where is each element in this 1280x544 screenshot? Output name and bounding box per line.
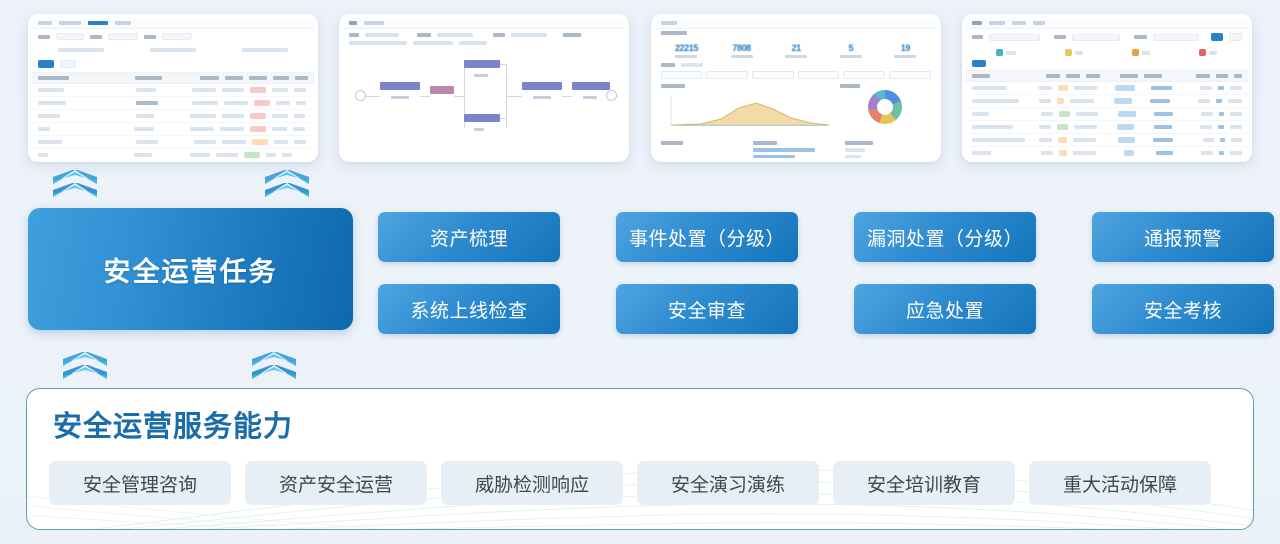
capability-chip-asset-security-operations[interactable]: 资产安全运营 bbox=[245, 461, 427, 505]
area-chart bbox=[670, 95, 829, 126]
task-button-vulnerability-handling[interactable]: 漏洞处置（分级） bbox=[854, 212, 1036, 262]
kpi-value: 5 bbox=[848, 43, 854, 53]
table-row[interactable] bbox=[32, 97, 314, 110]
security-operations-task-block[interactable]: 安全运营任务 bbox=[28, 208, 353, 330]
thumb-subfilters bbox=[32, 44, 314, 56]
arrow-up-left-bottom bbox=[63, 352, 107, 386]
thumb-breadcrumb bbox=[343, 41, 625, 49]
task-button-security-assessment[interactable]: 安全考核 bbox=[1092, 284, 1274, 334]
thumb-titlebar bbox=[343, 18, 626, 29]
arrow-up-right-top bbox=[265, 170, 309, 204]
double-chevron-up-icon bbox=[53, 170, 97, 185]
capability-chip-management-consulting[interactable]: 安全管理咨询 bbox=[49, 461, 231, 505]
kpi-item: 19 bbox=[894, 43, 917, 58]
asset-inventory-table-screenshot[interactable] bbox=[28, 14, 318, 162]
kpi-item: 21 bbox=[785, 43, 808, 58]
task-button-grid: 资产梳理 事件处置（分级） 漏洞处置（分级） 通报预警 系统上线检查 安全审查 … bbox=[378, 212, 1274, 334]
thumb-actionbar bbox=[32, 56, 314, 72]
table-row[interactable] bbox=[965, 134, 1248, 147]
task-button-emergency-response[interactable]: 应急处置 bbox=[854, 284, 1036, 334]
arrow-up-right-bottom bbox=[252, 352, 296, 386]
thumb-titlebar bbox=[654, 18, 937, 29]
table-row[interactable] bbox=[965, 82, 1248, 95]
kpi-item: 5 bbox=[839, 43, 862, 58]
capability-chip-row: 安全管理咨询 资产安全运营 威胁检测响应 安全演习演练 安全培训教育 重大活动保… bbox=[49, 461, 1253, 505]
security-dashboard-screenshot[interactable]: 22215 7808 21 5 19 bbox=[650, 14, 941, 162]
capability-chip-security-drill-exercise[interactable]: 安全演习演练 bbox=[637, 461, 819, 505]
table-row[interactable] bbox=[965, 108, 1248, 121]
thumb-section-label bbox=[655, 29, 937, 35]
double-chevron-up-icon bbox=[63, 365, 107, 380]
arrow-up-left-top bbox=[53, 170, 97, 204]
kpi-value: 19 bbox=[900, 43, 911, 53]
task-button-incident-handling[interactable]: 事件处置（分级） bbox=[616, 212, 798, 262]
thumb-tabbar bbox=[32, 18, 314, 29]
double-chevron-up-icon bbox=[63, 352, 107, 367]
area-chart-panel bbox=[660, 84, 834, 136]
task-button-notification-alert[interactable]: 通报预警 bbox=[1092, 212, 1274, 262]
double-chevron-up-icon bbox=[53, 183, 97, 198]
workflow-process-screenshot[interactable] bbox=[339, 14, 630, 162]
capability-chip-threat-detection-response[interactable]: 威胁检测响应 bbox=[441, 461, 623, 505]
kpi-value: 7808 bbox=[732, 43, 751, 53]
thumb-tabs bbox=[655, 62, 937, 68]
double-chevron-up-icon bbox=[252, 352, 296, 367]
thumb-tabbar bbox=[965, 18, 1248, 29]
thumbnail-content bbox=[965, 18, 1248, 158]
thumbnail-content bbox=[343, 18, 626, 158]
table-row[interactable] bbox=[32, 136, 314, 149]
donut-chart bbox=[868, 90, 903, 124]
thumbnail-content bbox=[32, 18, 314, 158]
table-row[interactable] bbox=[32, 123, 314, 136]
table-row[interactable] bbox=[965, 95, 1248, 108]
double-chevron-up-icon bbox=[265, 170, 309, 185]
kpi-value: 21 bbox=[791, 43, 802, 53]
thumb-table-header bbox=[32, 72, 314, 84]
kpi-value: 22215 bbox=[674, 43, 698, 53]
main-block-label: 安全运营任务 bbox=[103, 256, 278, 287]
service-capability-panel: 安全运营服务能力 安全管理咨询 资产安全运营 威胁检测响应 安全演习演练 安全培… bbox=[26, 388, 1254, 530]
kpi-item: 7808 bbox=[730, 43, 753, 58]
screenshot-thumbnail-row: 22215 7808 21 5 19 bbox=[28, 14, 1252, 164]
table-row[interactable] bbox=[32, 84, 314, 97]
capability-panel-title: 安全运营服务能力 bbox=[53, 411, 294, 443]
double-chevron-up-icon bbox=[265, 183, 309, 198]
capability-chip-security-training-education[interactable]: 安全培训教育 bbox=[833, 461, 1015, 505]
table-row[interactable] bbox=[966, 147, 1248, 158]
donut-chart-panel bbox=[839, 84, 931, 136]
table-row[interactable] bbox=[965, 121, 1248, 134]
thumbnail-content: 22215 7808 21 5 19 bbox=[654, 18, 937, 158]
table-row[interactable] bbox=[32, 149, 314, 158]
severity-summary-row bbox=[966, 45, 1248, 60]
thumb-searchbar bbox=[966, 29, 1248, 45]
vulnerability-list-screenshot[interactable] bbox=[961, 14, 1252, 162]
thumb-filterbar bbox=[343, 29, 625, 41]
kpi-row: 22215 7808 21 5 19 bbox=[655, 35, 937, 62]
charts-row bbox=[655, 82, 937, 138]
task-button-system-launch-check[interactable]: 系统上线检查 bbox=[378, 284, 560, 334]
filter-row bbox=[655, 68, 937, 82]
thumb-actionbar bbox=[966, 60, 1248, 70]
flow-diagram bbox=[343, 52, 625, 146]
bottom-panels bbox=[655, 138, 937, 158]
capability-chip-major-event-assurance[interactable]: 重大活动保障 bbox=[1029, 461, 1211, 505]
task-button-security-review[interactable]: 安全审查 bbox=[616, 284, 798, 334]
thumb-table-header bbox=[965, 70, 1248, 82]
task-button-asset-inventory[interactable]: 资产梳理 bbox=[378, 212, 560, 262]
table-row[interactable] bbox=[32, 110, 314, 123]
kpi-item: 22215 bbox=[675, 43, 698, 58]
thumb-filterbar bbox=[32, 29, 314, 44]
double-chevron-up-icon bbox=[252, 365, 296, 380]
